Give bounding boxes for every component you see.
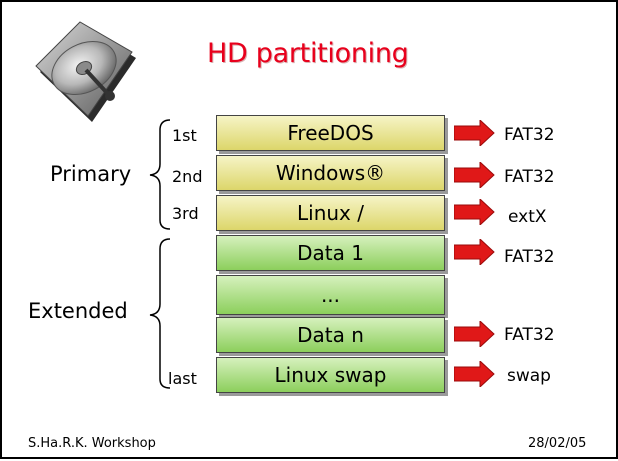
- group-label-primary: Primary: [50, 162, 132, 186]
- ordinal-label: 2nd: [172, 167, 203, 186]
- primary-brace: [149, 119, 171, 230]
- arrow-icon: [454, 239, 495, 265]
- group-label-extended: Extended: [28, 299, 128, 323]
- filesystem-label: swap: [507, 366, 551, 386]
- ordinal-label: 1st: [172, 126, 197, 145]
- filesystem-label: FAT32: [504, 325, 555, 345]
- filesystem-label: extX: [508, 207, 547, 227]
- footer-date: 28/02/05: [528, 436, 587, 451]
- arrow-icon: [454, 199, 495, 225]
- partition-data-n: Data n: [216, 317, 445, 353]
- arrow-icon: [454, 120, 495, 146]
- filesystem-label: FAT32: [504, 125, 555, 145]
- partition-linux-root: Linux /: [216, 195, 445, 231]
- partition-linux-swap: Linux swap: [216, 357, 445, 393]
- filesystem-label: FAT32: [504, 247, 555, 267]
- partition-data-1: Data 1: [216, 235, 445, 271]
- footer-left: S.Ha.R.K. Workshop: [28, 436, 156, 451]
- slide-title: HD partitioning: [207, 38, 409, 69]
- partition-ellipsis: ...: [216, 275, 445, 315]
- arrow-icon: [454, 361, 495, 387]
- partition-freedos: FreeDOS: [216, 115, 445, 151]
- hard-disk-drive-icon: [35, 21, 136, 122]
- filesystem-label: FAT32: [504, 167, 555, 187]
- partition-windows: Windows®: [216, 155, 445, 191]
- arrow-icon: [454, 321, 495, 347]
- ordinal-label: 3rd: [172, 204, 199, 223]
- arrow-icon: [454, 162, 495, 188]
- extended-brace: [149, 238, 171, 389]
- ordinal-label: last: [168, 369, 197, 388]
